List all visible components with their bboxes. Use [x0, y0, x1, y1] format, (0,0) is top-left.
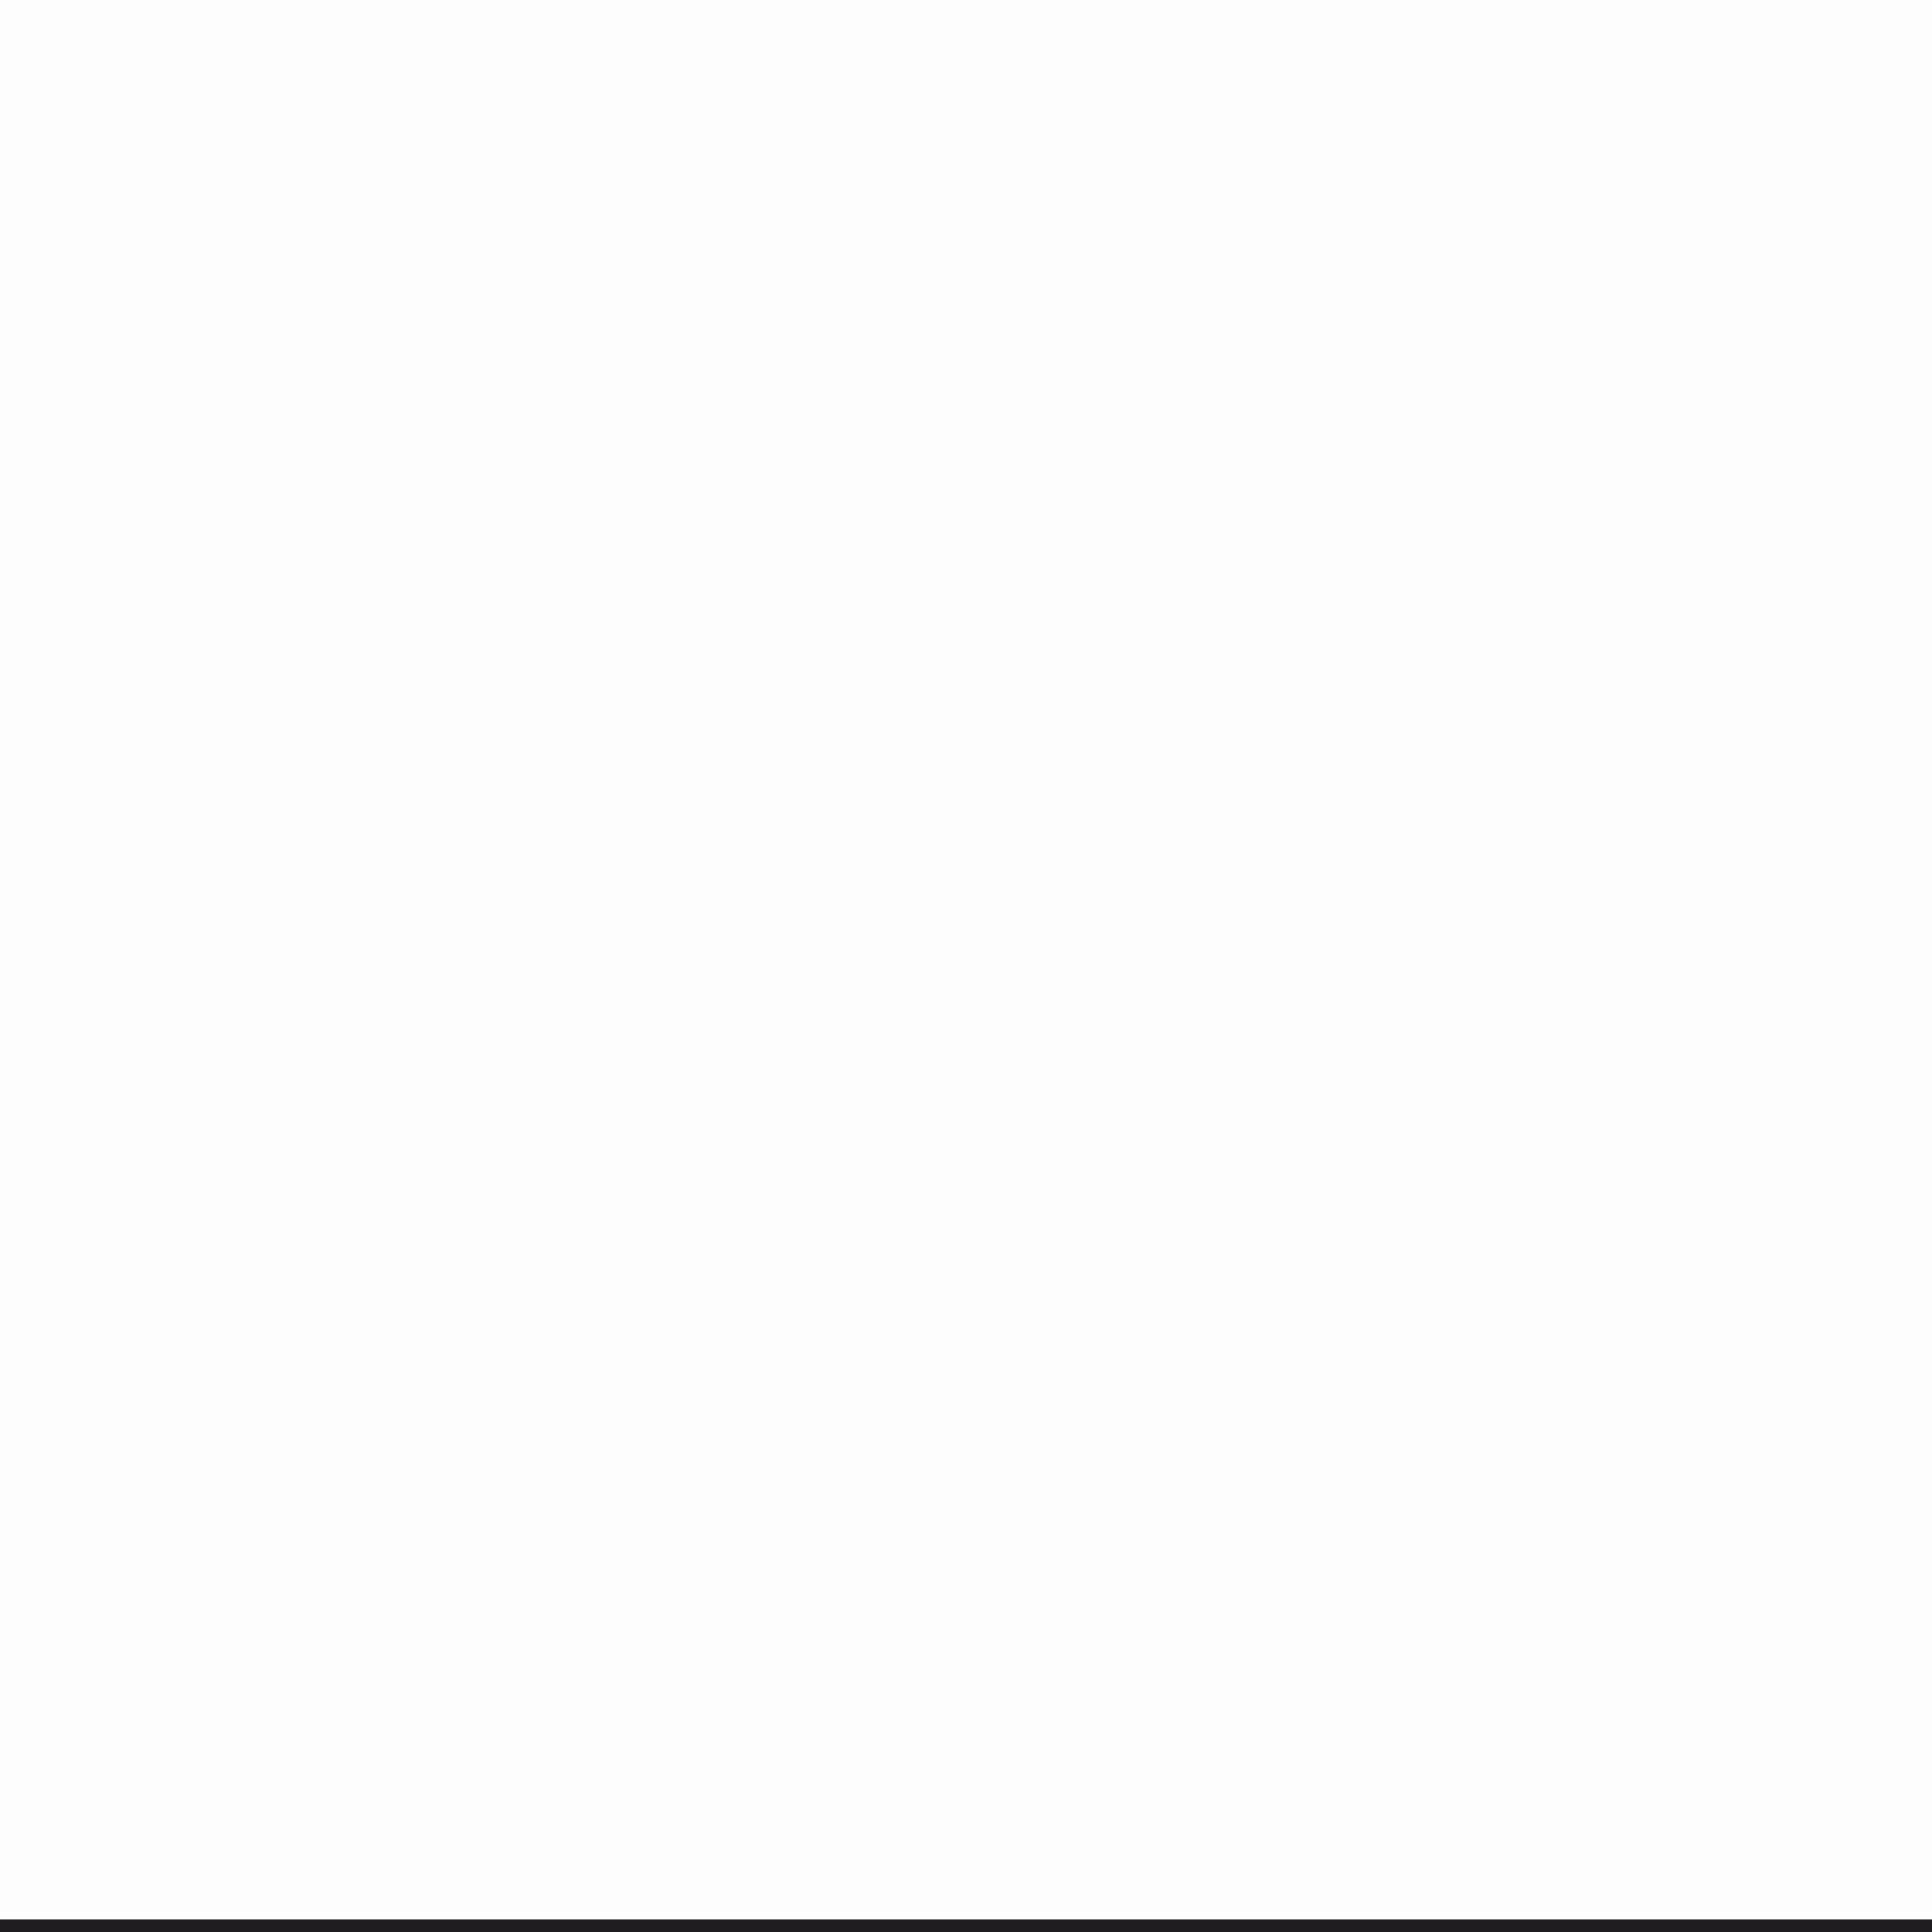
bottom-bar: [0, 1919, 1932, 1932]
